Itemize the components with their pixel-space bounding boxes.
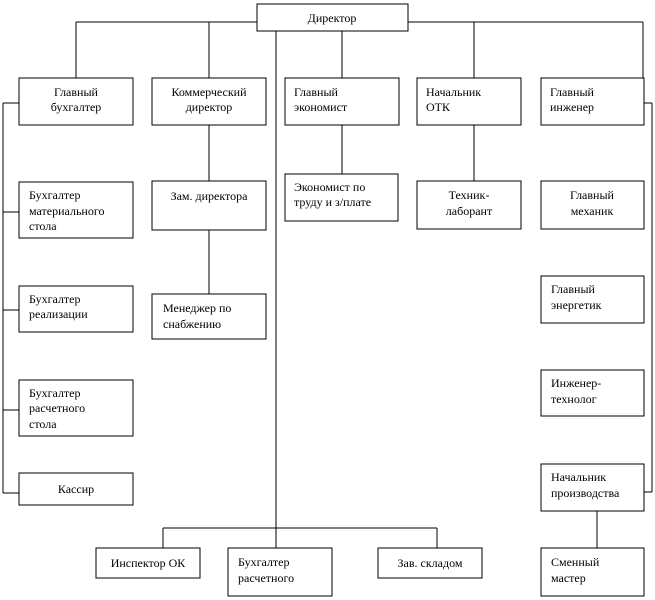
box-deputy-director: Зам. директора [151, 180, 267, 231]
chief-mechanic-line1: Главный [570, 188, 615, 202]
box-accountant-sales: Бухгалтер реализации [18, 285, 134, 333]
production-head-line2: производства [551, 486, 620, 500]
chief-economist-line2: экономист [294, 100, 348, 114]
box-accountant-payroll: Бухгалтер расчетного [227, 547, 333, 597]
box-accountant-settlement: Бухгалтер расчетного стола [18, 379, 134, 437]
shift-master-line2: мастер [551, 571, 586, 585]
box-chief-accountant: Главный бухгалтер [18, 77, 134, 126]
box-lab-technician: Техник- лаборант [416, 180, 522, 230]
chief-accountant-line1: Главный [54, 85, 99, 99]
labor-economist-line2: труду и з/плате [294, 195, 371, 209]
box-warehouse-head: Зав. складом [377, 547, 483, 579]
box-cashier: Кассир [18, 472, 134, 506]
commercial-director-line2: директор [186, 100, 233, 114]
accountant-materials-line1: Бухгалтер [29, 188, 81, 202]
supply-manager-line1: Менеджер по [163, 301, 231, 315]
otk-head-line1: Начальник [426, 85, 481, 99]
production-head-line1: Начальник [551, 470, 606, 484]
accountant-settlement-line1: Бухгалтер [29, 386, 81, 400]
box-commercial-director: Коммерческий директор [151, 77, 267, 126]
box-production-head: Начальник производства [540, 463, 645, 512]
accountant-payroll-line2: расчетного [238, 571, 294, 585]
shift-master-line1: Сменный [551, 555, 600, 569]
box-shift-master: Сменный мастер [540, 547, 645, 597]
lab-technician-line2: лаборант [446, 204, 493, 218]
box-accountant-materials: Бухгалтер материального стола [18, 181, 134, 239]
chief-power-engineer-line1: Главный [551, 282, 596, 296]
labor-economist-line1: Экономист по [294, 180, 365, 194]
director-label: Директор [308, 11, 357, 25]
accountant-settlement-line2: расчетного [29, 401, 85, 415]
connector-lines [2, 21, 653, 548]
box-process-engineer: Инженер- технолог [540, 369, 645, 417]
box-chief-power-engineer: Главный энергетик [540, 275, 645, 324]
box-supply-manager: Менеджер по снабжению [151, 293, 267, 340]
process-engineer-line1: Инженер- [551, 376, 601, 390]
chief-power-engineer-line2: энергетик [551, 298, 602, 312]
process-engineer-line2: технолог [551, 392, 597, 406]
accountant-materials-line3: стола [29, 219, 57, 233]
box-labor-economist: Экономист по труду и з/плате [284, 173, 399, 222]
commercial-director-line1: Коммерческий [171, 85, 247, 99]
chief-engineer-line1: Главный [550, 85, 595, 99]
accountant-materials-line2: материального [29, 204, 104, 218]
box-chief-economist: Главный экономист [284, 77, 400, 126]
box-qc-inspector: Инспектор ОК [95, 547, 201, 579]
lab-technician-line1: Техник- [449, 188, 490, 202]
otk-head-line2: ОТК [426, 100, 451, 114]
box-chief-mechanic: Главный механик [540, 180, 645, 230]
cashier-label: Кассир [58, 482, 94, 496]
qc-inspector-label: Инспектор ОК [111, 556, 187, 570]
accountant-settlement-line3: стола [29, 417, 57, 431]
chief-economist-line1: Главный [294, 85, 339, 99]
warehouse-head-label: Зав. складом [398, 556, 463, 570]
chief-mechanic-line2: механик [571, 204, 614, 218]
chief-accountant-line2: бухгалтер [51, 100, 102, 114]
accountant-sales-line1: Бухгалтер [29, 292, 81, 306]
deputy-director-label: Зам. директора [171, 189, 249, 203]
box-otk-head: Начальник ОТК [416, 77, 522, 126]
box-chief-engineer: Главный инженер [540, 77, 645, 126]
supply-manager-line2: снабжению [163, 317, 221, 331]
accountant-payroll-line1: Бухгалтер [238, 555, 290, 569]
accountant-sales-line2: реализации [29, 307, 88, 321]
box-director: Директор [256, 3, 409, 32]
chief-engineer-line2: инженер [550, 100, 594, 114]
